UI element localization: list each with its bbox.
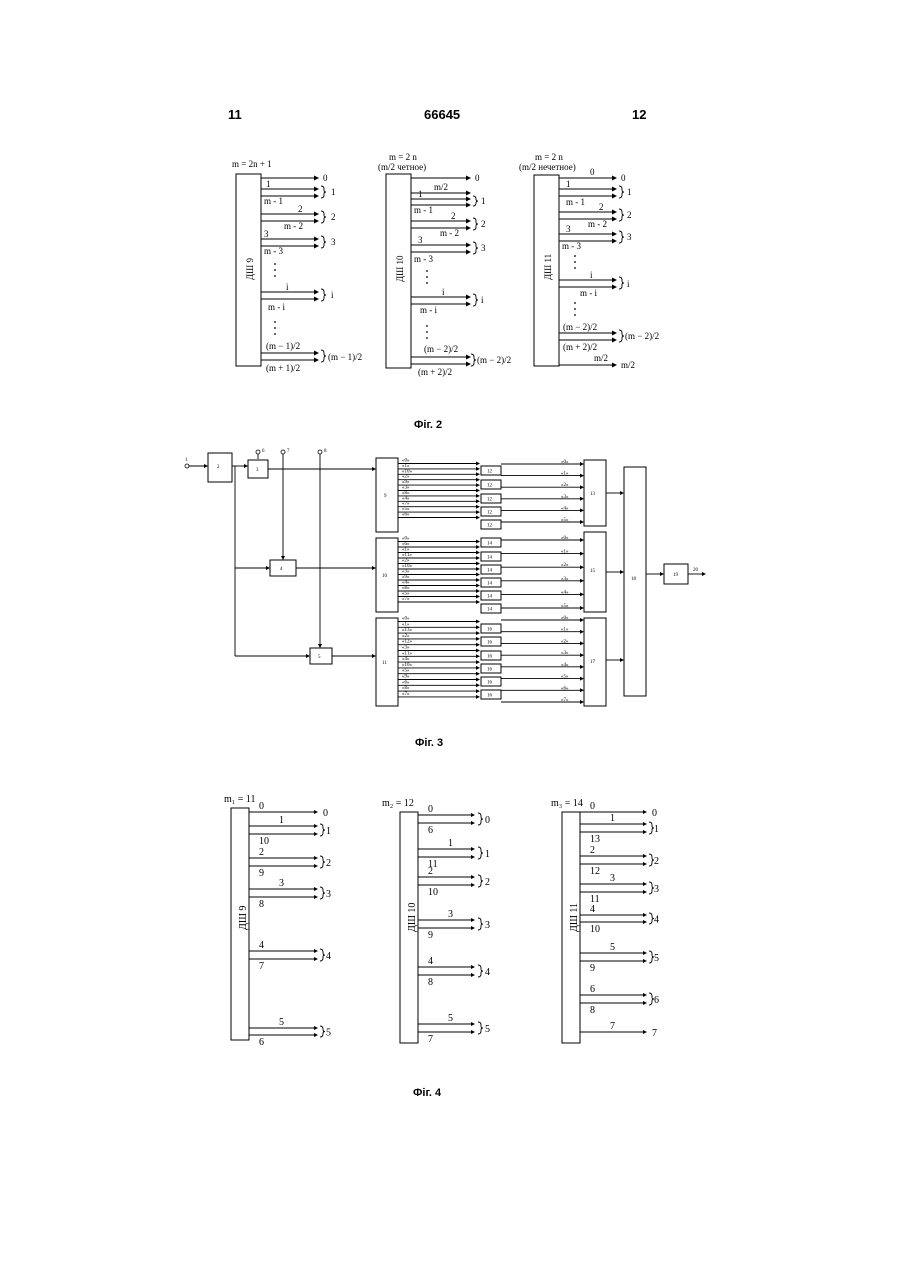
fig4-p1-out-2: 2 <box>326 858 331 869</box>
fig4-p2-top-5: 5 <box>448 1013 453 1024</box>
fig4-p1-title: m₁ = 11 <box>224 794 256 805</box>
fig4-p2-bot-2: 10 <box>428 887 438 898</box>
fig4-p3-bot-2: 12 <box>590 866 600 877</box>
fig4-p2-out-0: 0 <box>485 815 490 826</box>
fig4-p1-out-5: 5 <box>326 1028 331 1039</box>
fig4-p1-top-4: 4 <box>259 940 264 951</box>
fig4-p3-out-6: 6 <box>654 995 659 1006</box>
fig4-p2-top-3: 3 <box>448 909 453 920</box>
fig4-p3-top-3: 3 <box>610 873 615 884</box>
fig4-p1-bot-1: 10 <box>259 836 269 847</box>
fig4-p3-top-4: 4 <box>590 904 595 915</box>
fig4-p3-bot-5: 9 <box>590 963 595 974</box>
fig4-p3-top-6: 6 <box>590 984 595 995</box>
fig4-p1-bot-4: 7 <box>259 961 264 972</box>
fig4-p3-out-3: 3 <box>654 884 659 895</box>
fig4-p3-top-7: 7 <box>610 1021 615 1032</box>
fig4-p3-out-2: 2 <box>654 856 659 867</box>
fig4-p2-top-4: 4 <box>428 956 433 967</box>
fig4-p1-top-1: 1 <box>279 815 284 826</box>
fig4-p2-out-2: 2 <box>485 877 490 888</box>
fig4-p3-top-0: 0 <box>590 801 595 812</box>
fig4-p2-bot-4: 8 <box>428 977 433 988</box>
fig4-p2-top-1: 1 <box>448 838 453 849</box>
fig4-p2-out-4: 4 <box>485 967 490 978</box>
fig4-p3-top-2: 2 <box>590 845 595 856</box>
fig4-caption: Фіг. 4 <box>413 1087 441 1099</box>
fig4-p2-bot-0: 6 <box>428 825 433 836</box>
fig4-p3-bot-4: 10 <box>590 924 600 935</box>
fig4-p3-title: m₃ = 14 <box>551 798 583 809</box>
fig4-p3-bot-6: 8 <box>590 1005 595 1016</box>
fig4-p2-out-1: 1 <box>485 849 490 860</box>
fig4-p1-top-0: 0 <box>259 801 264 812</box>
fig4-p3-block-label: ДШ 11 <box>569 903 580 932</box>
fig4-p3-out-4: 4 <box>654 915 659 926</box>
fig4-p2-top-2: 2 <box>428 866 433 877</box>
fig4-p1-out-1: 1 <box>326 826 331 837</box>
fig4-p3-out-1: 1 <box>654 824 659 835</box>
fig4-p2-bot-5: 7 <box>428 1034 433 1045</box>
fig4-p2-out-3: 3 <box>485 920 490 931</box>
fig4-p3-bot-1: 13 <box>590 834 600 845</box>
fig4-p1-out-0: 0 <box>323 808 328 819</box>
fig4-p1-bot-3: 8 <box>259 899 264 910</box>
fig4-p2-block-label: ДШ 10 <box>407 903 418 932</box>
fig4-p3-out-5: 5 <box>654 953 659 964</box>
fig4-p1-top-3: 3 <box>279 878 284 889</box>
fig4-p1-out-4: 4 <box>326 951 331 962</box>
fig4-p1-top-5: 5 <box>279 1017 284 1028</box>
fig4-p1-out-3: 3 <box>326 889 331 900</box>
fig4-p1-block-label: ДШ 9 <box>238 906 249 930</box>
fig4-p2-top-0: 0 <box>428 804 433 815</box>
fig4-p2-out-5: 5 <box>485 1024 490 1035</box>
fig4-p1-top-2: 2 <box>259 847 264 858</box>
fig4-p3-out-7: 7 <box>652 1028 657 1039</box>
fig4-p3-top-1: 1 <box>610 813 615 824</box>
fig4-p2-bot-3: 9 <box>428 930 433 941</box>
fig4-p2-title: m₂ = 12 <box>382 798 414 809</box>
fig4-p3-top-5: 5 <box>610 942 615 953</box>
fig4-p1-bot-5: 6 <box>259 1037 264 1048</box>
fig4-p3-out-0: 0 <box>652 808 657 819</box>
fig4-p1-bot-2: 9 <box>259 868 264 879</box>
